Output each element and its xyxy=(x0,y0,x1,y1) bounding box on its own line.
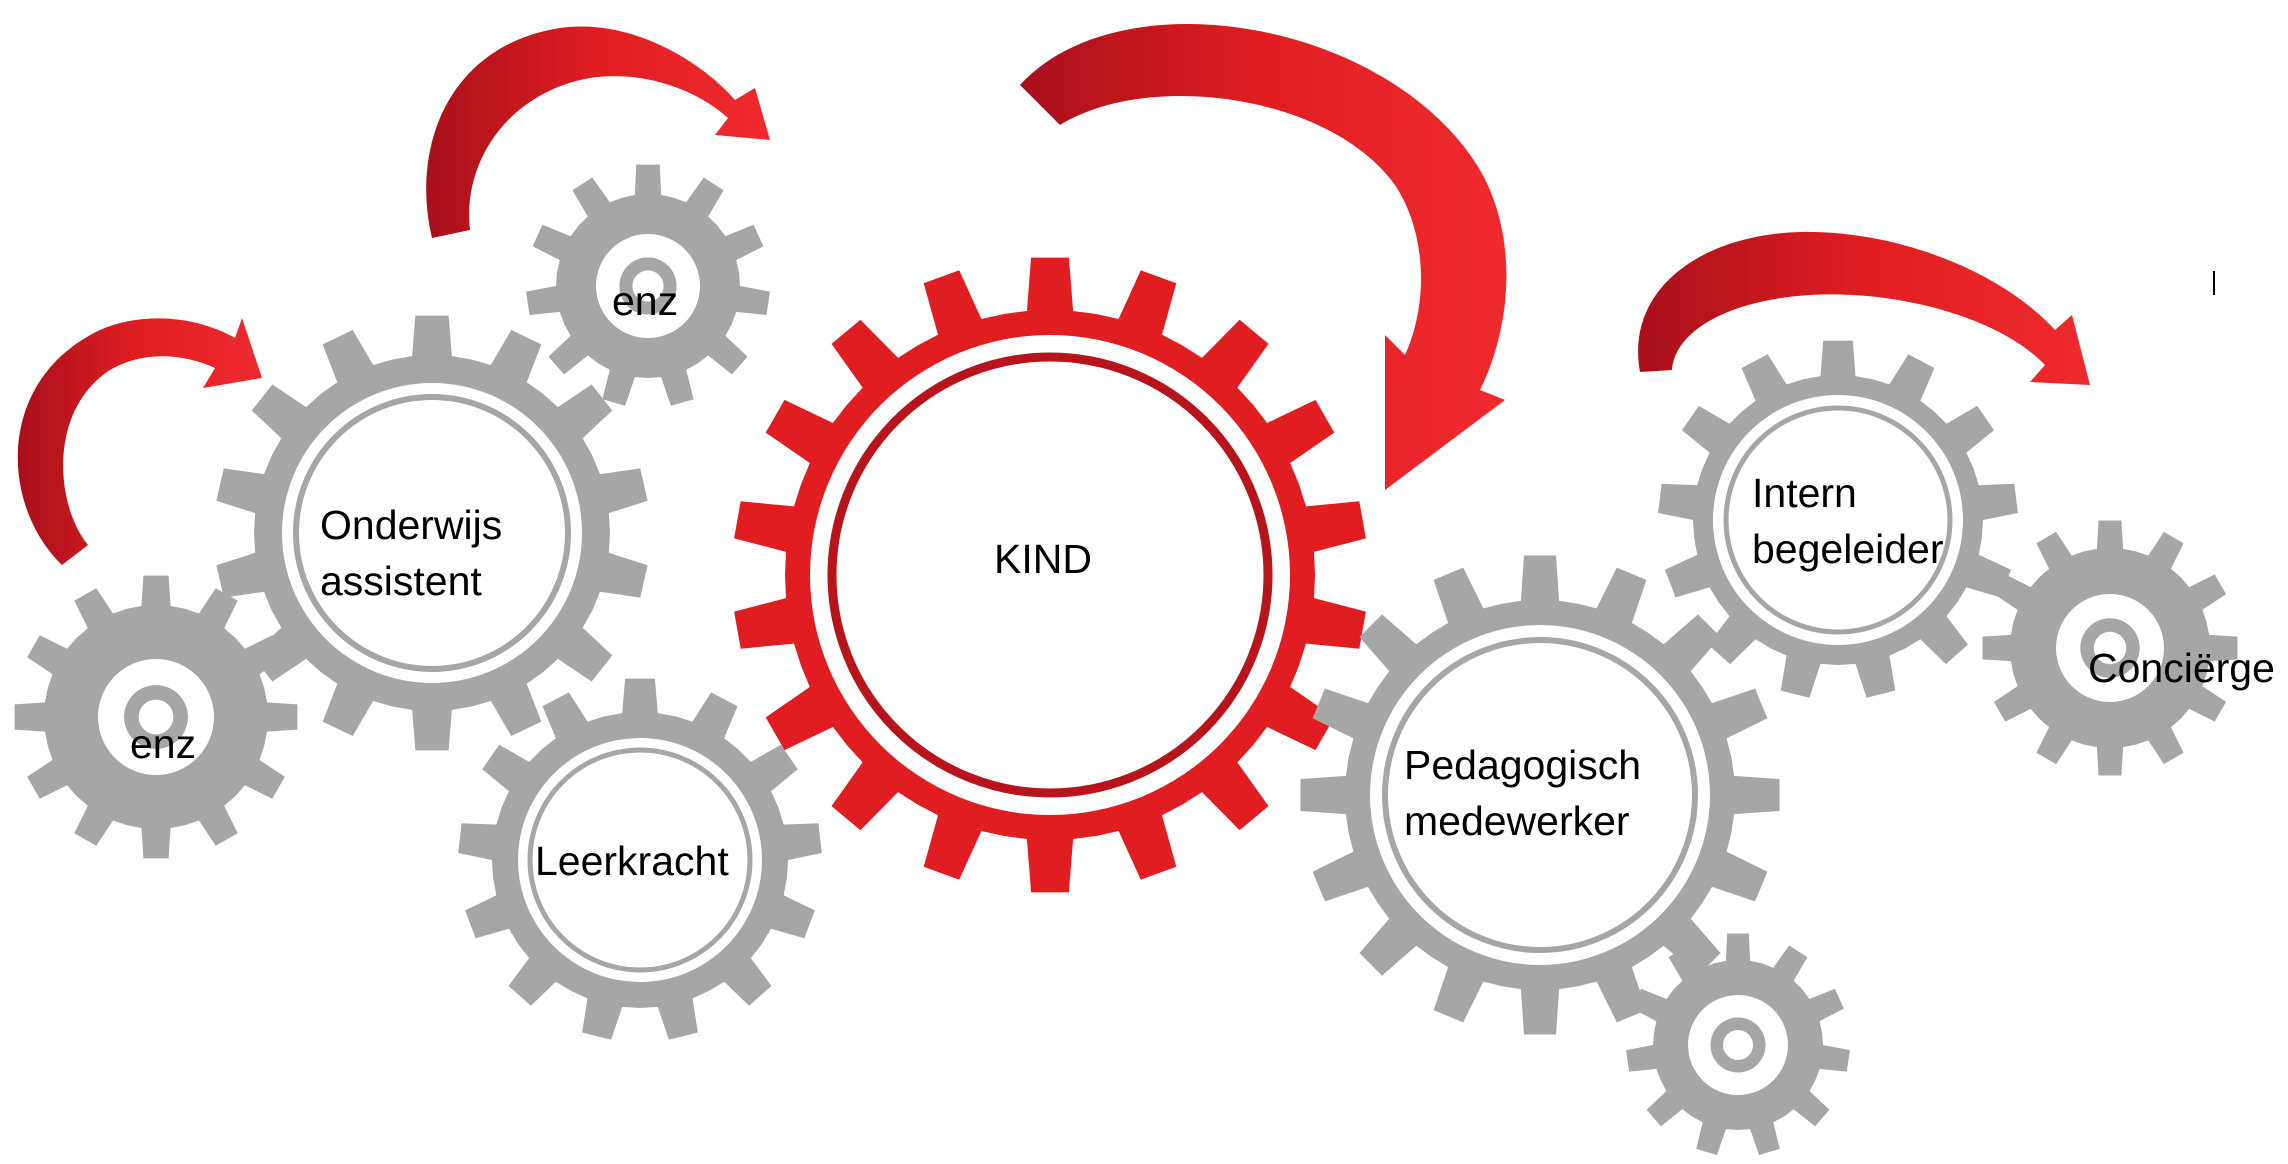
enz-left-label: enz xyxy=(130,721,197,767)
gear-pedagogisch-icon xyxy=(1300,555,1780,1035)
curved-arrow-top-center xyxy=(1020,24,1507,490)
gear-intern-icon xyxy=(1658,340,2018,698)
pedagogisch-label-line2: medewerker xyxy=(1404,797,1630,844)
onderwijs-label-line2: assistent xyxy=(320,557,482,604)
leerkracht-label: Leerkracht xyxy=(535,838,729,884)
intern-label-line1: Intern xyxy=(1752,470,1857,516)
gear-concierge-icon xyxy=(1982,520,2238,776)
text-cursor xyxy=(2213,271,2215,295)
gear-leerkracht-icon xyxy=(458,678,822,1040)
gear-bottom-icon xyxy=(1626,933,1850,1155)
kind-label: KIND xyxy=(994,536,1092,582)
onderwijs-assistent-label: Onderwijs assistent xyxy=(320,498,502,610)
intern-begeleider-label: Intern begeleider xyxy=(1752,466,1944,578)
gear-onderwijs-icon xyxy=(216,315,648,751)
gear-enz-top-icon xyxy=(526,164,770,406)
concierge-label: Conciërge xyxy=(2088,645,2275,691)
intern-label-line2: begeleider xyxy=(1752,525,1944,572)
onderwijs-label-line1: Onderwijs xyxy=(320,502,503,548)
gear-enz-left-icon xyxy=(14,575,298,859)
pedagogisch-medewerker-label: Pedagogisch medewerker xyxy=(1404,738,1641,850)
gear-kind-icon xyxy=(734,257,1366,893)
pedagogisch-label-line1: Pedagogisch xyxy=(1404,742,1642,788)
curved-arrow-left xyxy=(17,318,263,565)
curved-arrow-top-left xyxy=(426,26,770,239)
curved-arrow-right xyxy=(1638,231,2090,385)
enz-top-label: enz xyxy=(612,278,679,324)
